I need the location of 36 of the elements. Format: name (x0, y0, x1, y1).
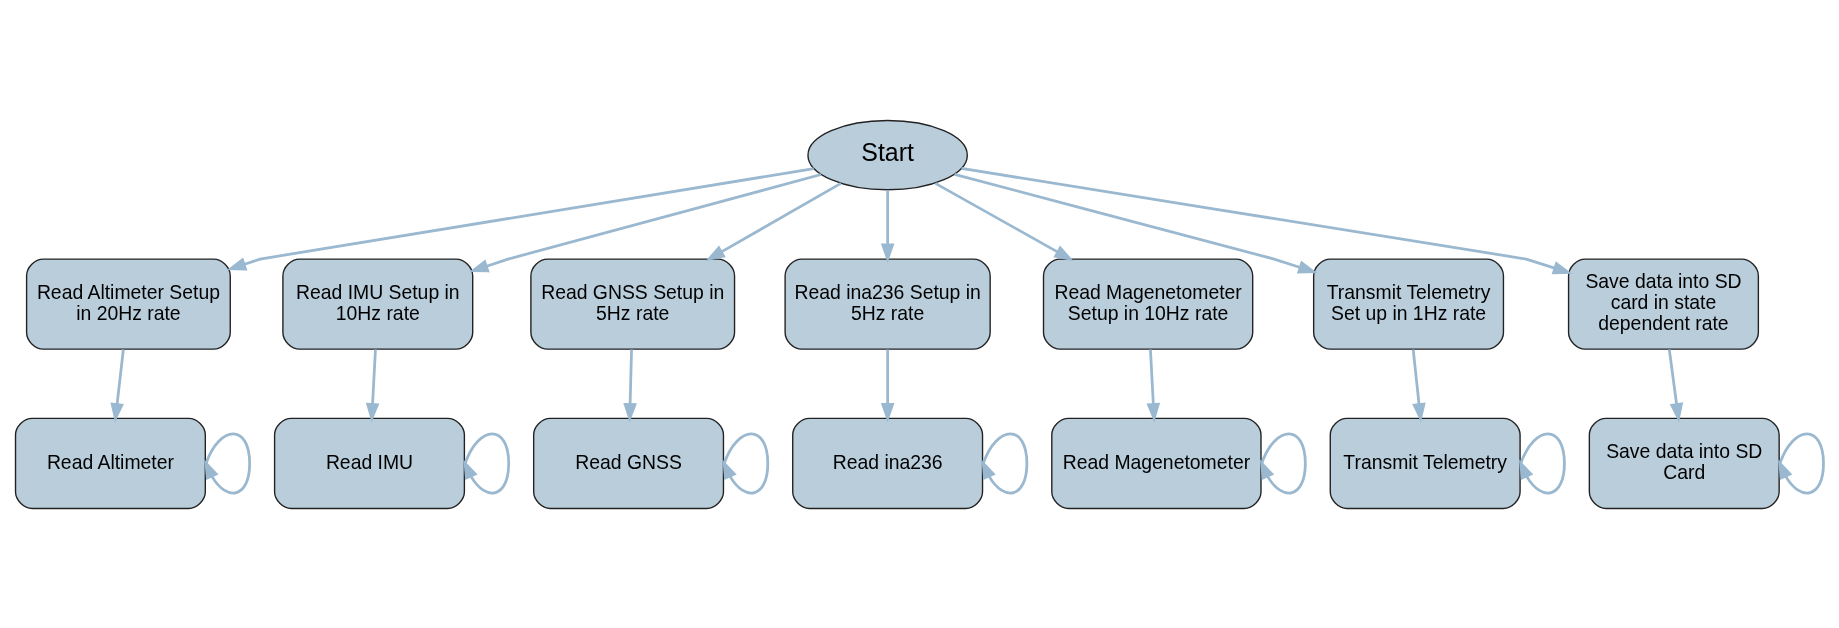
node-box: Read Magenetometer (1051, 417, 1262, 509)
arrow (705, 181, 842, 261)
arrow (365, 348, 380, 423)
arrow (1146, 348, 1161, 423)
node-box: Read Magenetometer Setup in 10Hz rate (1042, 257, 1254, 350)
arrow (961, 166, 1573, 274)
arrow (981, 432, 1029, 494)
node-box: Transmit Telemetry (1329, 417, 1521, 509)
arrow (1778, 432, 1825, 494)
node-box: Read Altimeter Setup in 20Hz rate (25, 257, 231, 350)
node-box: Read IMU (273, 417, 466, 509)
arrow (1411, 348, 1426, 422)
arrow (880, 189, 895, 263)
arrow (1259, 432, 1307, 494)
node-box: Save data into SD Card (1588, 417, 1780, 509)
arrow (934, 181, 1074, 261)
arrow (469, 172, 822, 272)
arrow (226, 166, 814, 270)
arrow (623, 349, 637, 423)
arrow (463, 432, 511, 494)
arrow (1519, 432, 1566, 494)
arrow (880, 349, 895, 423)
node-box: Transmit Telemetry Set up in 1Hz rate (1312, 257, 1505, 350)
node-box: Read IMU Setup in 10Hz rate (282, 257, 474, 350)
arrow (204, 432, 252, 494)
arrow (1667, 348, 1684, 422)
node-box: Read Altimeter (14, 417, 206, 509)
node-box: Read GNSS Setup in 5Hz rate (530, 257, 736, 350)
node-box: Read ina236 Setup in 5Hz rate (784, 257, 991, 350)
node-box: Save data into SD card in state dependent rate (1567, 257, 1760, 350)
node-box: Read GNSS (532, 417, 725, 509)
node-ellipse: Start (807, 119, 968, 190)
arrow (722, 432, 770, 494)
arrow (110, 348, 125, 422)
arrow (954, 172, 1318, 274)
node-box: Read ina236 (792, 417, 984, 509)
